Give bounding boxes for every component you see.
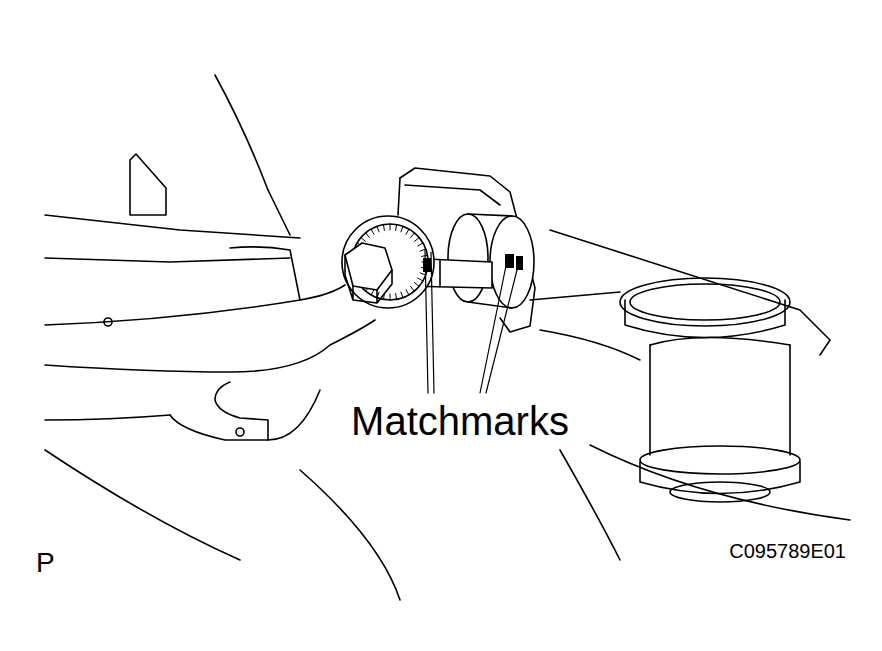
matchmark [423, 258, 431, 272]
arm-edge [268, 390, 320, 440]
bolt-head [345, 243, 392, 290]
scale-tick [396, 294, 397, 300]
spring-seat [620, 278, 790, 326]
scale-tick [406, 290, 409, 295]
cam-washer [342, 216, 434, 308]
scale-tick [361, 238, 366, 242]
scale-tick [371, 290, 374, 295]
view-letter: P [34, 548, 57, 579]
scale-tick [418, 278, 423, 281]
scale-tick [415, 238, 420, 242]
bushing [490, 216, 534, 308]
bracket [398, 178, 400, 215]
scale-tick [366, 233, 370, 238]
leader-line [425, 250, 434, 393]
scale-tick [383, 225, 384, 231]
flange [640, 446, 800, 474]
arm-edge [45, 320, 375, 372]
scale-tick [411, 233, 415, 238]
scale-tick [422, 255, 428, 256]
scale-tick [371, 229, 374, 234]
callout-label: Matchmarks [349, 399, 571, 443]
scale-tick [420, 273, 426, 275]
bracket [405, 185, 500, 205]
scale-tick [401, 292, 403, 298]
scale-tick [390, 294, 391, 300]
spring-seat [630, 284, 780, 320]
scale-tick [401, 226, 403, 232]
scale-tick [406, 229, 409, 234]
arm-lower [560, 450, 620, 560]
arm-edge [45, 415, 170, 420]
flange [130, 154, 166, 215]
arm-tab [170, 382, 268, 440]
arm-lower [590, 445, 850, 520]
cylinder [650, 345, 790, 455]
hole [104, 318, 112, 326]
leader-line [480, 256, 520, 393]
scale-tick [396, 225, 397, 231]
bolt-head [345, 255, 392, 303]
body-edge [215, 75, 268, 190]
flange [670, 482, 770, 502]
arm-edge [550, 230, 830, 355]
arm-edge [230, 247, 300, 300]
scale-tick [418, 243, 423, 246]
hole [236, 428, 244, 436]
beam-edge [45, 215, 300, 238]
cylinder [650, 338, 790, 346]
spring-seat [625, 300, 785, 338]
beam-edge [45, 258, 290, 262]
arm-lower [45, 450, 240, 560]
arm-edge [45, 285, 345, 325]
arm-edge [530, 292, 620, 300]
figure-code: C095789E01 [727, 540, 848, 562]
scale-tick [390, 224, 391, 230]
arm-lower [300, 470, 400, 600]
scale-tick [415, 283, 420, 287]
scale-tick [377, 226, 379, 232]
bushing [448, 214, 488, 302]
arm-edge [540, 330, 640, 360]
body-edge [268, 190, 290, 235]
scale-tick [411, 287, 415, 292]
flange [640, 462, 800, 494]
